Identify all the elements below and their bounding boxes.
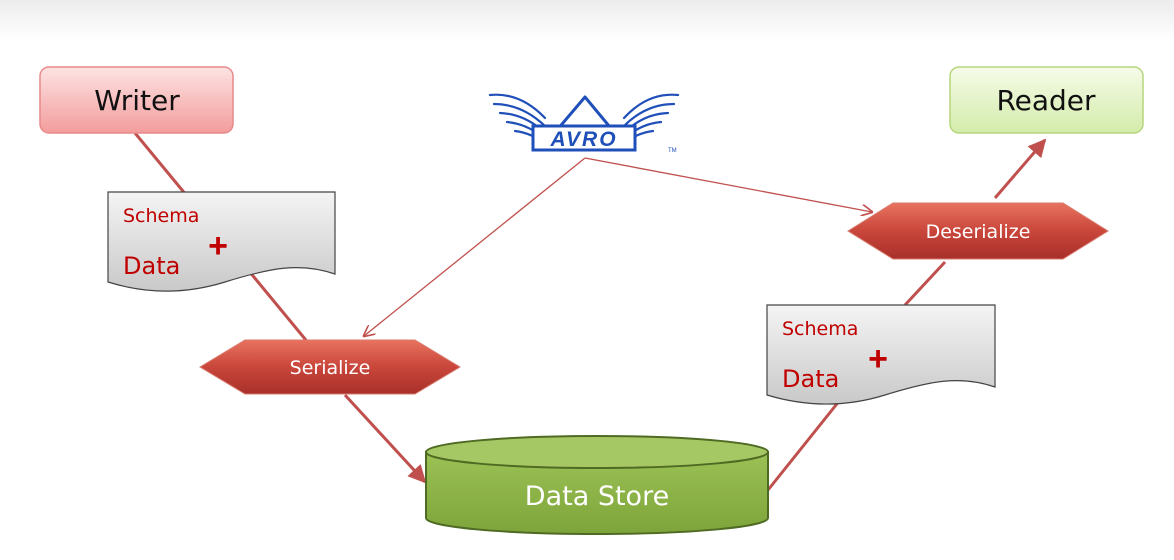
logo-trademark: TM (668, 148, 677, 154)
writer-document-shape (107, 191, 336, 292)
reader-node: Reader (949, 66, 1144, 134)
reader-document: Schema + Data (766, 304, 996, 405)
deserialize-label: Deserialize (926, 221, 1031, 243)
writer-node: Writer (39, 66, 234, 134)
reader-doc-plus: + (868, 340, 888, 378)
serialize-label: Serialize (290, 357, 371, 379)
reader-document-shape (766, 304, 996, 405)
writer-label: Writer (94, 84, 180, 117)
serialize-hexagon (199, 339, 461, 395)
writer-doc-schema: Schema (123, 205, 199, 227)
serialize-step: Serialize (199, 339, 461, 395)
data-store-body (425, 451, 769, 535)
avro-logo: AVRO TM (488, 93, 680, 154)
data-store: Data Store (425, 435, 769, 535)
deserialize-to-reader-arrow (993, 138, 1047, 199)
schema-arrows (364, 157, 872, 336)
deserialize-step: Deserialize (847, 202, 1109, 260)
writer-document: Schema + Data (107, 191, 336, 292)
deserialize-hexagon (847, 202, 1109, 260)
logo-to-deserialize-arrow (584, 157, 872, 212)
writer-doc-data: Data (123, 252, 180, 280)
writer-doc-plus: + (208, 227, 228, 265)
logo-text: AVRO (549, 128, 617, 151)
serialize-to-datastore-arrow (343, 393, 427, 484)
reader-doc-data: Data (782, 365, 839, 393)
logo-text-band (531, 124, 637, 152)
reader-label: Reader (996, 84, 1096, 117)
reader-doc-schema: Schema (782, 318, 858, 340)
reader-doc-to-deserialize-line (903, 260, 947, 307)
datastore-to-reader-doc-line (766, 399, 842, 491)
data-store-top (425, 435, 769, 469)
writer-box (39, 66, 234, 134)
reader-box (949, 66, 1144, 134)
logo-to-serialize-arrow (364, 157, 586, 336)
data-store-label: Data Store (525, 481, 669, 512)
